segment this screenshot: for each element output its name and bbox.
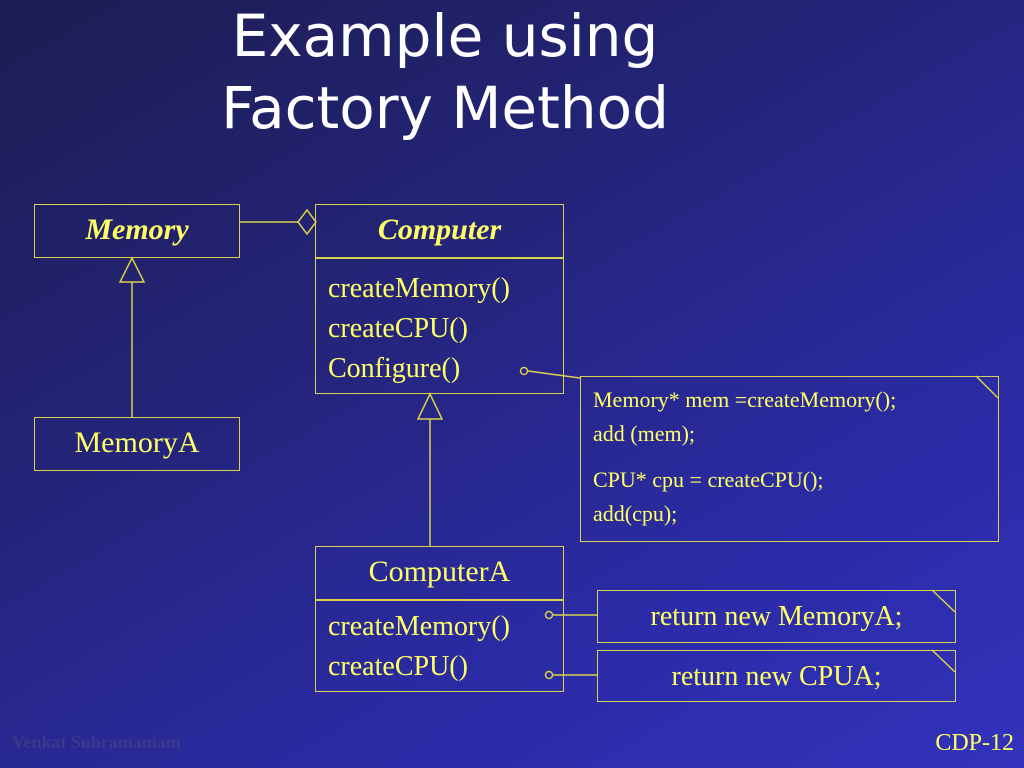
cpu-anchor-dot (544, 670, 554, 680)
computer-class: Computer (315, 204, 564, 258)
computer-class-name: Computer (377, 213, 502, 246)
aggregation-diamond (297, 208, 317, 236)
computer-operations: createMemory() createCPU() Configure() (315, 258, 564, 394)
configure-note-line-3: CPU* cpu = createCPU(); (593, 467, 824, 492)
create-memory-note: return new MemoryA; (597, 590, 956, 643)
memory-a-class-name: MemoryA (74, 426, 200, 459)
footer-page-number: CDP-12 (935, 730, 1014, 756)
title-line-1: Example using (231, 2, 659, 70)
memory-anchor-dot (544, 610, 554, 620)
slide-title: Example using Factory Method (150, 0, 740, 144)
configure-note: Memory* mem =createMemory(); add (mem); … (580, 376, 999, 542)
computer-op-configure: Configure() (328, 353, 461, 384)
footer-author: Venkat Subramaniam (12, 732, 181, 752)
create-cpu-note-text: return new CPUA; (671, 661, 882, 692)
computer-a-operations: createMemory() createCPU() (315, 600, 564, 692)
create-cpu-note: return new CPUA; (597, 650, 956, 702)
memory-inheritance-triangle (118, 256, 146, 283)
configure-note-anchor (527, 370, 581, 379)
memory-a-class: MemoryA (34, 417, 240, 471)
computer-inheritance-triangle (416, 392, 444, 420)
computer-op-create-memory: createMemory() (328, 273, 510, 304)
memory-note-dogear (931, 589, 956, 613)
memory-class: Memory (34, 204, 240, 258)
computer-op-create-cpu: createCPU() (328, 313, 468, 344)
computer-a-op-create-memory: createMemory() (328, 611, 510, 642)
configure-note-dogear (975, 375, 999, 399)
configure-note-line-4: add(cpu); (593, 501, 678, 526)
create-memory-note-text: return new MemoryA; (650, 601, 903, 632)
title-line-2: Factory Method (221, 74, 669, 142)
computer-a-class: ComputerA (315, 546, 564, 600)
cpu-note-dogear (931, 649, 956, 673)
configure-note-line-1: Memory* mem =createMemory(); (593, 387, 897, 412)
configure-note-line-2: add (mem); (593, 421, 696, 446)
computer-a-class-name: ComputerA (368, 555, 511, 588)
memory-class-name: Memory (85, 213, 189, 246)
configure-anchor-dot (519, 366, 529, 376)
computer-a-op-create-cpu: createCPU() (328, 651, 468, 682)
